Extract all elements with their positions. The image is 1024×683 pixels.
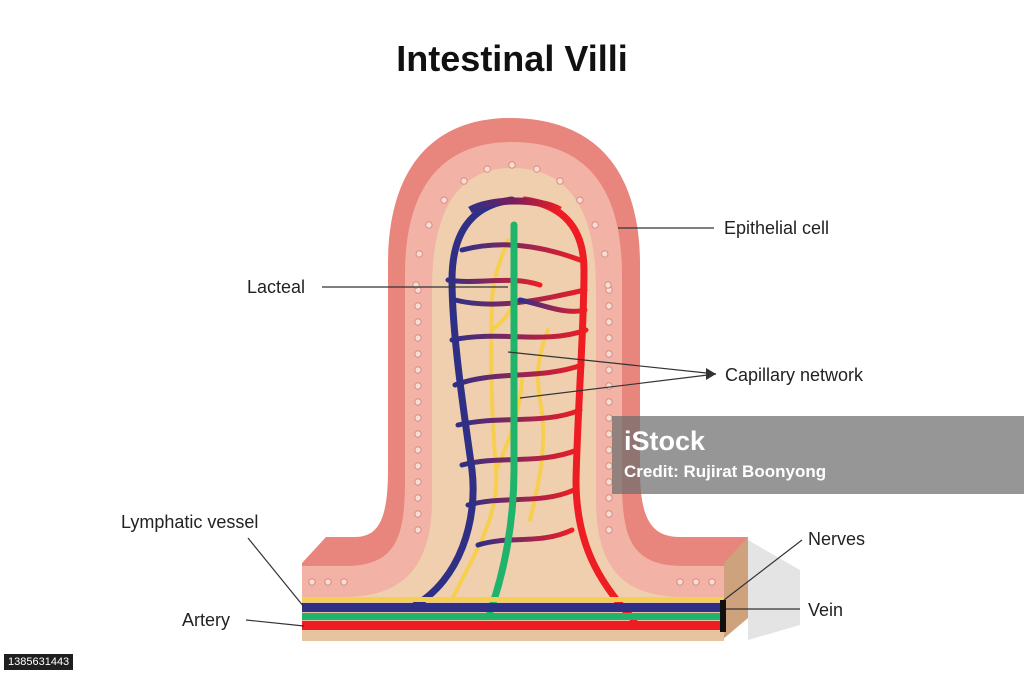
cell-nucleus — [605, 366, 613, 374]
cell-nucleus — [676, 578, 684, 586]
cell-nucleus — [414, 318, 422, 326]
cell-nucleus — [533, 165, 541, 173]
capillary-network — [445, 242, 589, 548]
cell-nucleus — [414, 430, 422, 438]
cell-nucleus — [708, 578, 716, 586]
watermark: iStock Credit: Rujirat Boonyong — [612, 416, 1024, 494]
cell-nucleus — [308, 578, 316, 586]
cell-nucleus — [605, 510, 613, 518]
cell-nucleus — [414, 382, 422, 390]
cell-nucleus — [414, 334, 422, 342]
cell-nucleus — [483, 165, 491, 173]
cell-nucleus — [414, 478, 422, 486]
capillary-loop — [468, 197, 562, 214]
lacteal-vessel — [486, 221, 518, 616]
cell-nucleus — [414, 414, 422, 422]
cell-nucleus — [414, 350, 422, 358]
cell-nucleus — [692, 578, 700, 586]
base-side-face — [722, 537, 748, 640]
cell-nucleus — [605, 526, 613, 534]
artery-vessel — [521, 196, 638, 624]
label-capillary-network: Capillary network — [725, 365, 864, 385]
cell-nucleus — [414, 366, 422, 374]
vein-vessel — [410, 196, 516, 610]
cell-nucleus — [605, 302, 613, 310]
cell-nucleus — [605, 398, 613, 406]
stock-id-badge: 1385631443 — [4, 654, 74, 670]
cell-nucleus — [440, 196, 448, 204]
watermark-credit: Credit: Rujirat Boonyong — [624, 462, 827, 481]
epithelial-cells — [308, 161, 716, 586]
cell-nucleus — [414, 398, 422, 406]
cell-nucleus — [556, 177, 564, 185]
cell-nucleus — [425, 221, 433, 229]
cell-nucleus — [508, 161, 516, 169]
cell-nucleus — [324, 578, 332, 586]
cell-nucleus — [460, 177, 468, 185]
label-epithelial-cell: Epithelial cell — [724, 218, 830, 238]
cell-nucleus — [605, 318, 613, 326]
label-vein: Vein — [808, 600, 844, 620]
cell-nucleus — [605, 334, 613, 342]
cell-nucleus — [414, 462, 422, 470]
label-artery: Artery — [182, 610, 231, 630]
leader-arrows — [706, 368, 716, 380]
watermark-brand: iStock — [624, 426, 706, 456]
leader-lines — [245, 227, 803, 627]
diagram-title: Intestinal Villi — [396, 38, 628, 79]
label-lacteal: Lacteal — [247, 277, 306, 297]
cell-nucleus — [414, 302, 422, 310]
cell-nucleus — [591, 221, 599, 229]
label-lymphatic-vessel: Lymphatic vessel — [121, 512, 259, 532]
cell-nucleus — [414, 446, 422, 454]
cell-nucleus — [414, 510, 422, 518]
label-nerves: Nerves — [808, 529, 866, 549]
base-vessels — [302, 597, 726, 632]
cell-nucleus — [601, 250, 609, 258]
base-shadow — [748, 540, 800, 640]
cell-nucleus — [604, 281, 612, 289]
cell-nucleus — [340, 578, 348, 586]
cell-nucleus — [414, 494, 422, 502]
cell-nucleus — [605, 382, 613, 390]
cell-nucleus — [605, 494, 613, 502]
cell-nucleus — [605, 350, 613, 358]
cell-nucleus — [414, 526, 422, 534]
cell-nucleus — [415, 250, 423, 258]
cell-nucleus — [576, 196, 584, 204]
